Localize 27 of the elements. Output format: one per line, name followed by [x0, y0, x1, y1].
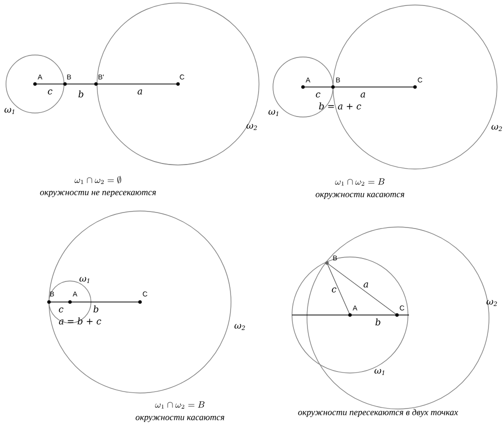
circle-label: ω$_{2}$ — [234, 324, 245, 330]
segment-label: a — [138, 90, 142, 94]
segment-label: c — [332, 288, 336, 292]
circle-label: ω$_{2}$ — [246, 124, 257, 130]
segment-label: c — [48, 90, 52, 94]
caption: окружности касаются — [136, 416, 224, 422]
caption: окружности не пересекаются — [40, 190, 156, 198]
segment-label: b = a + c — [319, 102, 362, 110]
segment-label: a — [360, 92, 366, 98]
segment-label: b — [376, 318, 380, 326]
circle-label: ω$_{1}$ — [268, 110, 278, 116]
circle-label: ω$_{2}$ — [486, 300, 497, 306]
circle-label: ω$_{1}$ — [79, 276, 90, 283]
formula: $\omega_1 \cap \omega_2 = B$ — [155, 401, 204, 409]
circle-label: ω$_{1}$ — [374, 368, 384, 375]
circle-label: ω$_{2}$ — [491, 124, 502, 131]
segment-label: a = b + c — [58, 318, 102, 324]
segment-label: b — [94, 306, 98, 312]
segment-label: c — [316, 92, 320, 98]
segment-label: b — [78, 90, 84, 98]
segment-label: c — [58, 308, 64, 312]
circle-label: ω$_{1}$ — [4, 108, 14, 114]
caption: окружности пересекаются в двух точках — [298, 408, 458, 418]
caption: окружности касаются — [316, 192, 404, 200]
formula: $\omega_1 \cap \omega_2 = B$ — [335, 178, 384, 186]
formula: $\omega_1 \cap \omega_2 = \emptyset$ — [74, 176, 122, 184]
segment-label: a — [364, 282, 368, 288]
